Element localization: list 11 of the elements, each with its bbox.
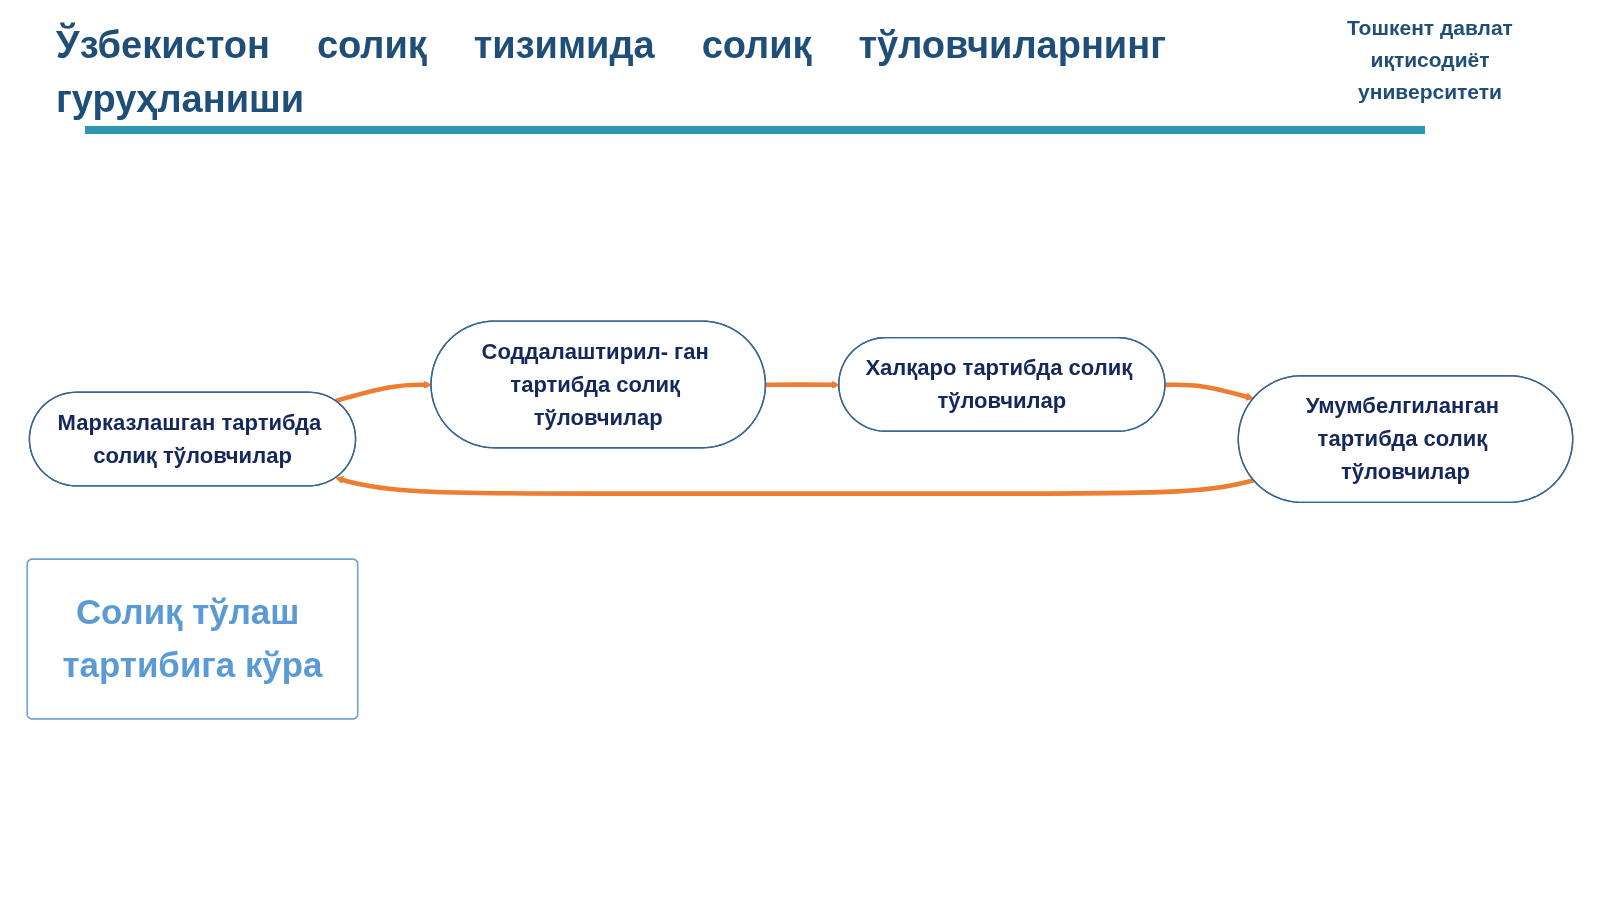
university-name: Тошкент давлат иқтисодиёт университети — [1346, 15, 1514, 105]
slide-title: Ўзбекистон солиқ тизимида солиқ тўловчиларнинг гуруҳланиши — [56, 21, 1166, 122]
arrow — [335, 380, 432, 404]
arrow — [1165, 382, 1254, 401]
process-oval: Халқаро тартибда солиқ тўловчилар — [838, 336, 1166, 432]
process-oval: Марказлашган тартибда солиқ тўловчилар — [28, 391, 357, 487]
arrow — [765, 380, 840, 389]
process-oval: Умумбелгиланган тартибда солиқ тўловчилар — [1237, 375, 1574, 504]
process-oval: Соддалаштирил- ган тартибда солиқ тўловчилар — [430, 320, 767, 449]
arrow — [335, 476, 1255, 496]
topic-box: Солиқ тўлаш тартибига кўра — [26, 558, 359, 720]
